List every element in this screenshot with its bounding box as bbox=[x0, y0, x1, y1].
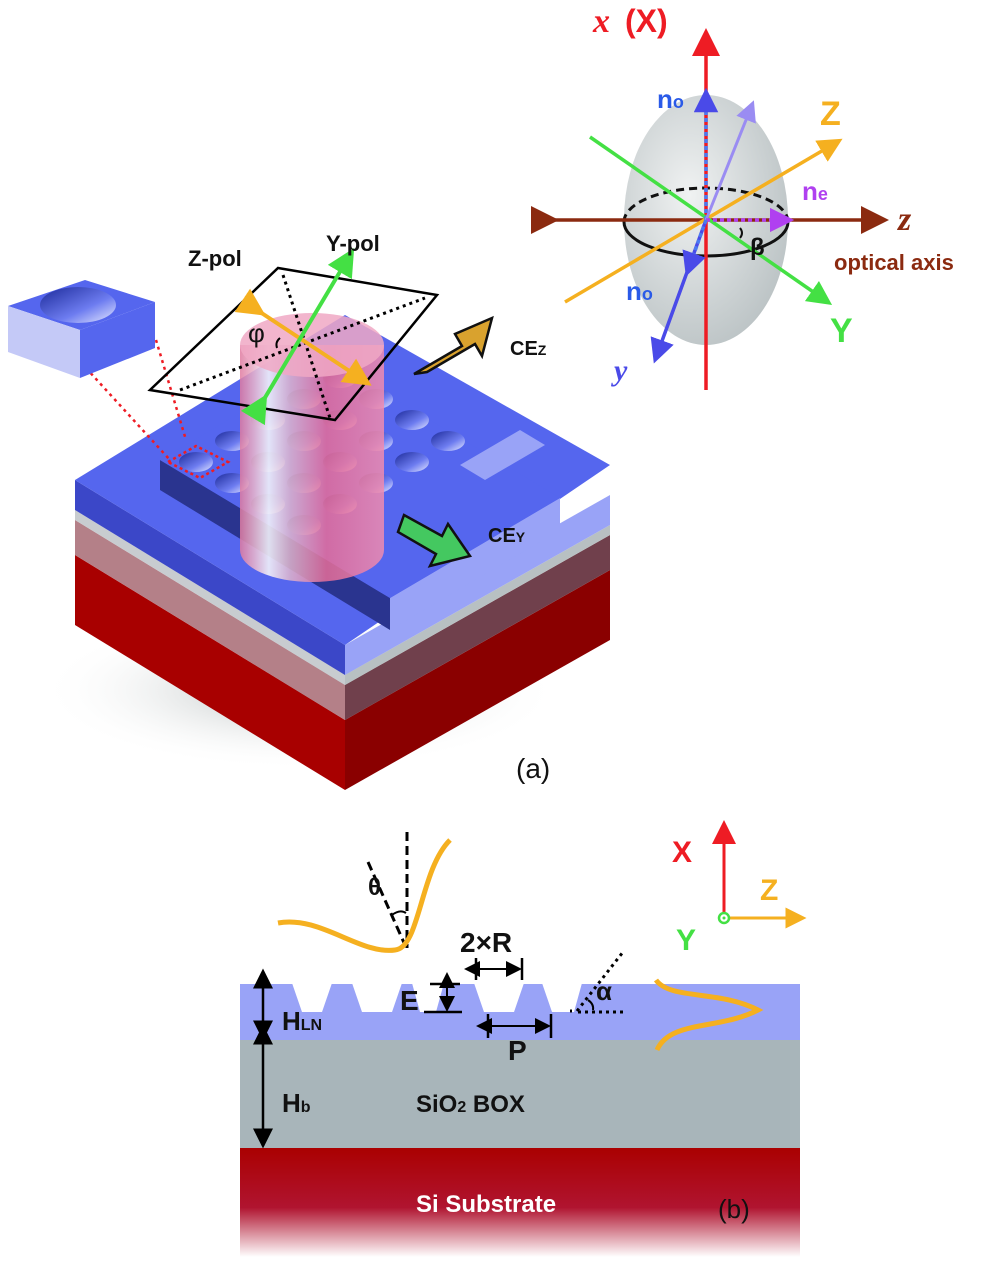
n-o-bottom-arrow bbox=[682, 219, 708, 277]
sio2-box-layer bbox=[240, 1040, 800, 1148]
z-pol-label: Z-pol bbox=[188, 246, 242, 271]
hole-highlight bbox=[165, 444, 231, 480]
box-edge-right bbox=[345, 525, 610, 685]
substrate-front-left bbox=[75, 555, 345, 790]
etch-depth-label: E bbox=[400, 985, 419, 1016]
box-front-left bbox=[75, 520, 345, 720]
panel-a-device: Z-pol Y-pol φ CEZ CEY (a) bbox=[8, 231, 610, 790]
ln-slab-front-left bbox=[75, 480, 345, 675]
ce-z-arrow-icon bbox=[413, 315, 494, 376]
optical-axis-label: optical axis bbox=[834, 250, 954, 275]
ce-z-label: CEZ bbox=[510, 338, 547, 360]
grating-hole bbox=[395, 410, 429, 430]
alpha-angle-label: α bbox=[596, 976, 612, 1006]
incident-gaussian-beam bbox=[277, 838, 452, 953]
incident-beam-cylinder bbox=[240, 313, 384, 582]
box-front-right bbox=[345, 535, 610, 720]
x-axis-label: x bbox=[592, 3, 610, 40]
b-y-label: Y bbox=[676, 924, 696, 957]
grating-trenches bbox=[292, 983, 582, 1012]
h-ln-label: HLN bbox=[282, 1006, 322, 1036]
panel-b-cross-section bbox=[240, 820, 807, 1257]
Z-lab-axis bbox=[564, 138, 843, 304]
si-substrate-label: Si Substrate bbox=[416, 1191, 556, 1218]
si-substrate-layer bbox=[240, 1147, 800, 1257]
diameter-label: 2×R bbox=[460, 927, 512, 958]
substrate-front-right bbox=[345, 570, 610, 790]
n-o-bottom-label: no bbox=[626, 276, 653, 306]
period-label: P bbox=[508, 1035, 527, 1066]
ce-y-label: CEY bbox=[488, 525, 526, 547]
ln-slab-front-right bbox=[345, 495, 610, 675]
ridge-step bbox=[460, 430, 545, 480]
n-e-label: ne bbox=[802, 176, 828, 206]
b-x-label: X bbox=[672, 836, 692, 869]
index-ellipsoid bbox=[531, 28, 889, 390]
phi-angle-label: φ bbox=[248, 318, 265, 348]
Y-label: Y bbox=[830, 312, 853, 350]
Z-label: Z bbox=[820, 95, 841, 133]
unit-cell-inset bbox=[8, 280, 155, 378]
box-edge-left bbox=[75, 510, 345, 685]
ce-y-arrow-icon bbox=[396, 513, 473, 568]
tilted-index-arrow bbox=[704, 100, 756, 221]
y-axis-label: y bbox=[611, 354, 628, 387]
grating-hole bbox=[431, 431, 465, 451]
theta-angle-label: θ bbox=[368, 874, 381, 901]
sio2-box-label: SiO2 BOX bbox=[416, 1091, 525, 1118]
y-pol-arrow bbox=[240, 247, 355, 426]
beta-angle-label: β bbox=[750, 234, 765, 261]
guided-mode-profile bbox=[653, 978, 764, 1052]
X-axis-paren-label: (X) bbox=[625, 3, 668, 39]
h-b-label: Hb bbox=[282, 1088, 311, 1118]
grating-hole bbox=[179, 452, 213, 472]
grating-hole bbox=[395, 452, 429, 472]
panel-a-label: (a) bbox=[516, 753, 550, 784]
panel-b-label: (b) bbox=[718, 1194, 750, 1224]
polarization-plane bbox=[147, 247, 440, 426]
n-o-top-label: no bbox=[657, 84, 684, 114]
y-pol-label: Y-pol bbox=[326, 231, 380, 256]
b-z-label: Z bbox=[760, 874, 778, 907]
ridge-front-right bbox=[390, 498, 560, 630]
z-axis-label: z bbox=[897, 201, 912, 238]
